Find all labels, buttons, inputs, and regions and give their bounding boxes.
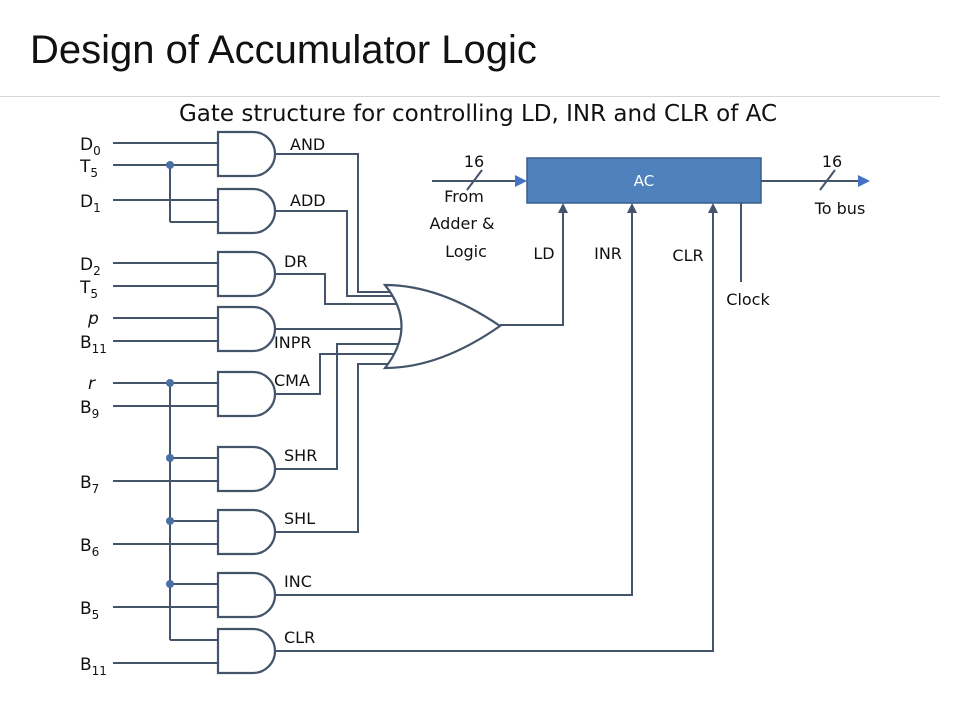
arrow-ld [558, 203, 568, 213]
input-label-b9: B9 [80, 398, 99, 421]
gate-label-inpr: INPR [274, 333, 311, 352]
and-gate-add [216, 187, 277, 235]
and-gate-inc [216, 571, 277, 619]
bus-out-slash [819, 169, 836, 191]
input-label-b7: B7 [80, 473, 99, 496]
wire-clr-to-clr [275, 206, 714, 652]
input-label-b5: B5 [80, 599, 99, 622]
junction-dot [166, 161, 174, 169]
arrow-inr [627, 203, 637, 213]
input-label-b6: B6 [80, 536, 99, 559]
input-label-t5: T5 [79, 278, 98, 301]
control-label-clr: CLR [672, 246, 703, 265]
bus-in-label-line3: Logic [445, 242, 487, 261]
bus-in-label-line1: From [444, 187, 484, 206]
wire-add-to-or [275, 210, 398, 297]
gate-label-shr: SHR [284, 446, 317, 465]
and-gate-and [216, 130, 277, 178]
input-label-d0: D0 [80, 135, 101, 158]
gate-label-shl: SHL [284, 509, 315, 528]
junction-dot [166, 580, 174, 588]
and-gate-dr [216, 250, 277, 298]
junction-dots [166, 161, 174, 588]
and-gates [216, 130, 277, 675]
junction-dot [166, 379, 174, 387]
bus-in-arrow [515, 175, 527, 187]
wire-inc-to-inr [275, 206, 633, 596]
ac-register [526, 157, 762, 204]
bus-out-arrow [858, 175, 870, 187]
input-label-b11: B11 [80, 655, 107, 678]
input-label-r: r [88, 374, 96, 394]
input-label-b11: B11 [80, 333, 107, 356]
control-label-inr: INR [594, 244, 622, 263]
wire-and-to-or [275, 153, 398, 293]
slide-title: Design of Accumulator Logic [30, 28, 537, 72]
gate-label-and: AND [290, 135, 325, 154]
and-gate-shl [216, 508, 277, 556]
input-labels: D0 T5 D1 D2 T5 p B11 r B9 B7 B6 B5 B11 [79, 135, 107, 678]
bus-in-label-line2: Adder & [430, 214, 495, 233]
gate-output-labels: AND ADD DR INPR CMA SHR SHL INC CLR [274, 135, 326, 647]
and-gate-cma [216, 370, 277, 418]
junction-dot [166, 517, 174, 525]
wire-shl-to-or [275, 363, 396, 533]
arrow-clr [708, 203, 718, 213]
wire-dr-to-or [275, 273, 402, 305]
bus-out-label: To bus [814, 199, 866, 218]
wire-or-to-ld [500, 206, 564, 326]
or-gate [382, 283, 502, 370]
bus-in-width: 16 [464, 152, 484, 171]
junction-dot [166, 454, 174, 462]
input-label-t5: T5 [79, 157, 98, 180]
ac-register-label: AC [634, 172, 654, 190]
input-label-d2: D2 [80, 255, 101, 278]
gate-label-inc: INC [284, 572, 312, 591]
wire-cma-to-or [275, 353, 402, 395]
control-label-clock: Clock [726, 290, 770, 309]
gate-label-clr: CLR [284, 628, 315, 647]
and-gate-shr [216, 445, 277, 493]
title-divider [0, 96, 940, 97]
gate-label-dr: DR [284, 252, 307, 271]
gate-label-cma: CMA [274, 371, 310, 390]
input-wires [113, 142, 218, 664]
gate-label-add: ADD [290, 191, 326, 210]
input-label-d1: D1 [80, 192, 101, 215]
or-input-wires [275, 153, 405, 533]
bus-in-slash [466, 169, 483, 191]
control-label-ld: LD [533, 244, 554, 263]
and-gate-inpr [216, 305, 277, 353]
input-label-p: p [87, 309, 99, 329]
diagram-subtitle: Gate structure for controlling LD, INR a… [179, 101, 777, 127]
bus-out-width: 16 [822, 152, 842, 171]
wire-shr-to-or [275, 343, 405, 470]
and-gate-clr [216, 627, 277, 675]
